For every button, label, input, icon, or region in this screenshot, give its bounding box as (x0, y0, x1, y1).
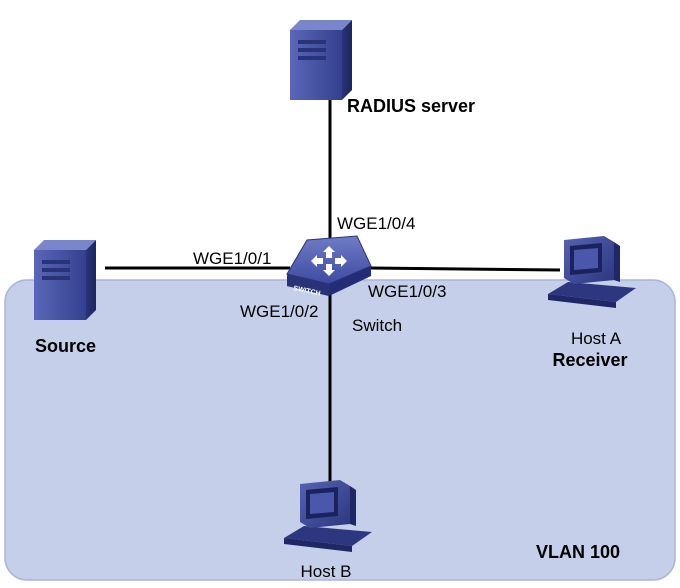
host-a-label: Host A (570, 329, 622, 348)
port-label-wge1-0-2: WGE1/0/2 (240, 302, 319, 321)
links (105, 100, 561, 488)
host-b-computer-icon (284, 480, 372, 552)
radius-server-label: RADIUS server (347, 96, 476, 116)
host-a-computer-icon (548, 236, 636, 308)
port-label-wge1-0-4: WGE1/0/4 (337, 214, 416, 233)
link-switch-host-a (369, 266, 561, 272)
vlan-label: VLAN 100 (536, 542, 621, 562)
switch-label: Switch (352, 316, 403, 335)
host-a-role-label: Receiver (552, 350, 628, 370)
radius-server-icon (290, 20, 352, 100)
port-label-wge1-0-1: WGE1/0/1 (193, 249, 272, 268)
source-label: Source (35, 336, 97, 356)
port-label-wge1-0-3: WGE1/0/3 (368, 282, 447, 301)
host-b-label: Host B (300, 562, 352, 581)
source-server-icon (34, 240, 96, 320)
switch-icon: SWITCH (286, 235, 372, 298)
